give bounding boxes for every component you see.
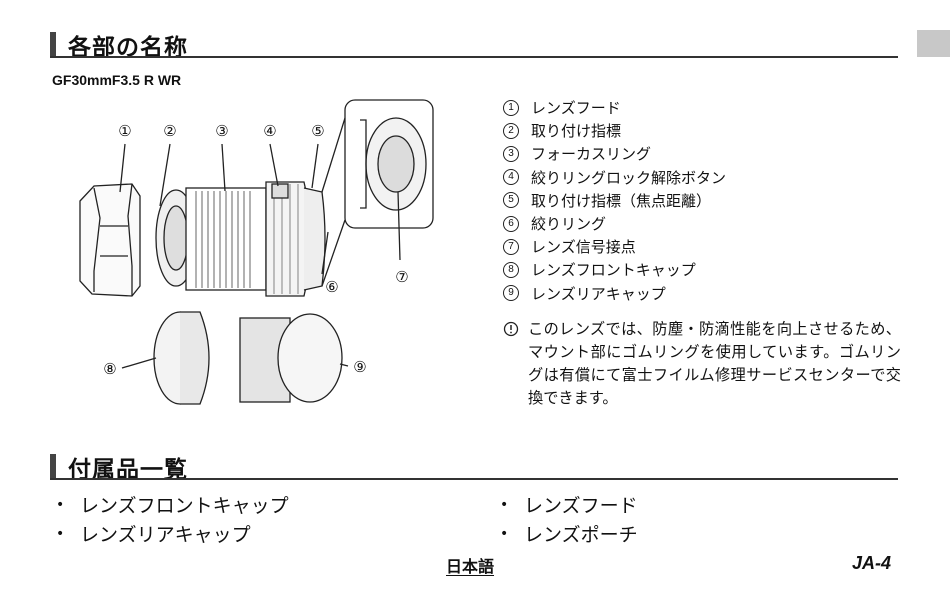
- header-bar: [50, 454, 56, 480]
- section-rule: [50, 478, 898, 480]
- list-item: 1 レンズフード: [503, 96, 726, 119]
- item-label: フォーカスリング: [531, 145, 652, 164]
- bullet-icon: •: [56, 496, 65, 513]
- item-number: 4: [503, 169, 519, 186]
- callout-9: ⑨: [353, 359, 366, 376]
- callout-1: ①: [118, 123, 131, 140]
- callout-4: ④: [263, 123, 276, 140]
- item-label: 取り付け指標: [531, 122, 622, 141]
- item-label: レンズリアキャップ: [531, 284, 666, 303]
- callout-2: ②: [163, 123, 176, 140]
- section-rule: [50, 56, 898, 58]
- accessory-label: レンズポーチ: [524, 524, 638, 546]
- list-item: 7 レンズ信号接点: [503, 235, 726, 258]
- accessory-label: レンズリアキャップ: [80, 524, 251, 546]
- list-item: 4 絞りリングロック解除ボタン: [503, 166, 726, 189]
- item-label: 絞りリング: [531, 215, 607, 234]
- callout-6: ⑥: [325, 279, 338, 296]
- item-label: 絞りリングロック解除ボタン: [531, 168, 727, 187]
- parts-list: 1 レンズフード 2 取り付け指標 3 フォーカスリング 4 絞りリングロック解除ボタン…: [503, 96, 726, 305]
- header-bar: [50, 32, 56, 58]
- bullet-icon: •: [500, 496, 509, 513]
- bullet-icon: •: [500, 525, 509, 542]
- accessory-label: レンズフード: [524, 495, 638, 517]
- item-number: 7: [503, 238, 519, 255]
- item-number: 1: [503, 99, 519, 116]
- note-block: このレンズでは、防塵・防滴性能を向上させるため、マウント部にゴムリングを使用して…: [503, 318, 903, 410]
- note-icon: [503, 321, 519, 337]
- accessory-list-right: • レンズフード • レンズポーチ: [500, 490, 638, 548]
- page-number: JA-4: [852, 553, 892, 573]
- lens-illustration: ① ② ③ ④ ⑤ ⑥ ⑦ ⑧ ⑨: [79, 99, 434, 405]
- item-number: 9: [503, 285, 519, 302]
- accessory-label: レンズフロントキャップ: [80, 495, 289, 517]
- list-item: 5 取り付け指標（焦点距離）: [503, 189, 726, 212]
- list-item: • レンズポーチ: [500, 519, 638, 548]
- list-item: 6 絞りリング: [503, 212, 726, 235]
- list-item: • レンズリアキャップ: [56, 519, 289, 548]
- footer-language: 日本語: [446, 557, 495, 576]
- note-text: このレンズでは、防塵・防滴性能を向上させるため、マウント部にゴムリングを使用して…: [528, 320, 901, 407]
- accessory-list-left: • レンズフロントキャップ • レンズリアキャップ: [56, 490, 289, 548]
- item-label: 取り付け指標（焦点距離）: [531, 191, 712, 210]
- list-item: 2 取り付け指標: [503, 119, 726, 142]
- list-item: • レンズフロントキャップ: [56, 490, 289, 519]
- item-number: 8: [503, 261, 519, 278]
- list-item: 9 レンズリアキャップ: [503, 282, 726, 305]
- side-tab: [917, 30, 950, 57]
- callout-3: ③: [215, 123, 228, 140]
- model-name: GF30mmF3.5 R WR: [52, 72, 182, 88]
- list-item: 8 レンズフロントキャップ: [503, 258, 726, 281]
- bullet-icon: •: [56, 525, 65, 542]
- item-label: レンズフロントキャップ: [531, 261, 696, 280]
- item-label: レンズフード: [531, 99, 621, 118]
- list-item: • レンズフード: [500, 490, 638, 519]
- item-label: レンズ信号接点: [531, 238, 636, 257]
- item-number: 6: [503, 215, 519, 232]
- callout-5: ⑤: [311, 123, 324, 140]
- item-number: 2: [503, 122, 519, 139]
- callout-7: ⑦: [395, 269, 408, 286]
- item-number: 5: [503, 192, 519, 209]
- item-number: 3: [503, 145, 519, 162]
- callout-8: ⑧: [103, 361, 116, 378]
- list-item: 3 フォーカスリング: [503, 142, 726, 165]
